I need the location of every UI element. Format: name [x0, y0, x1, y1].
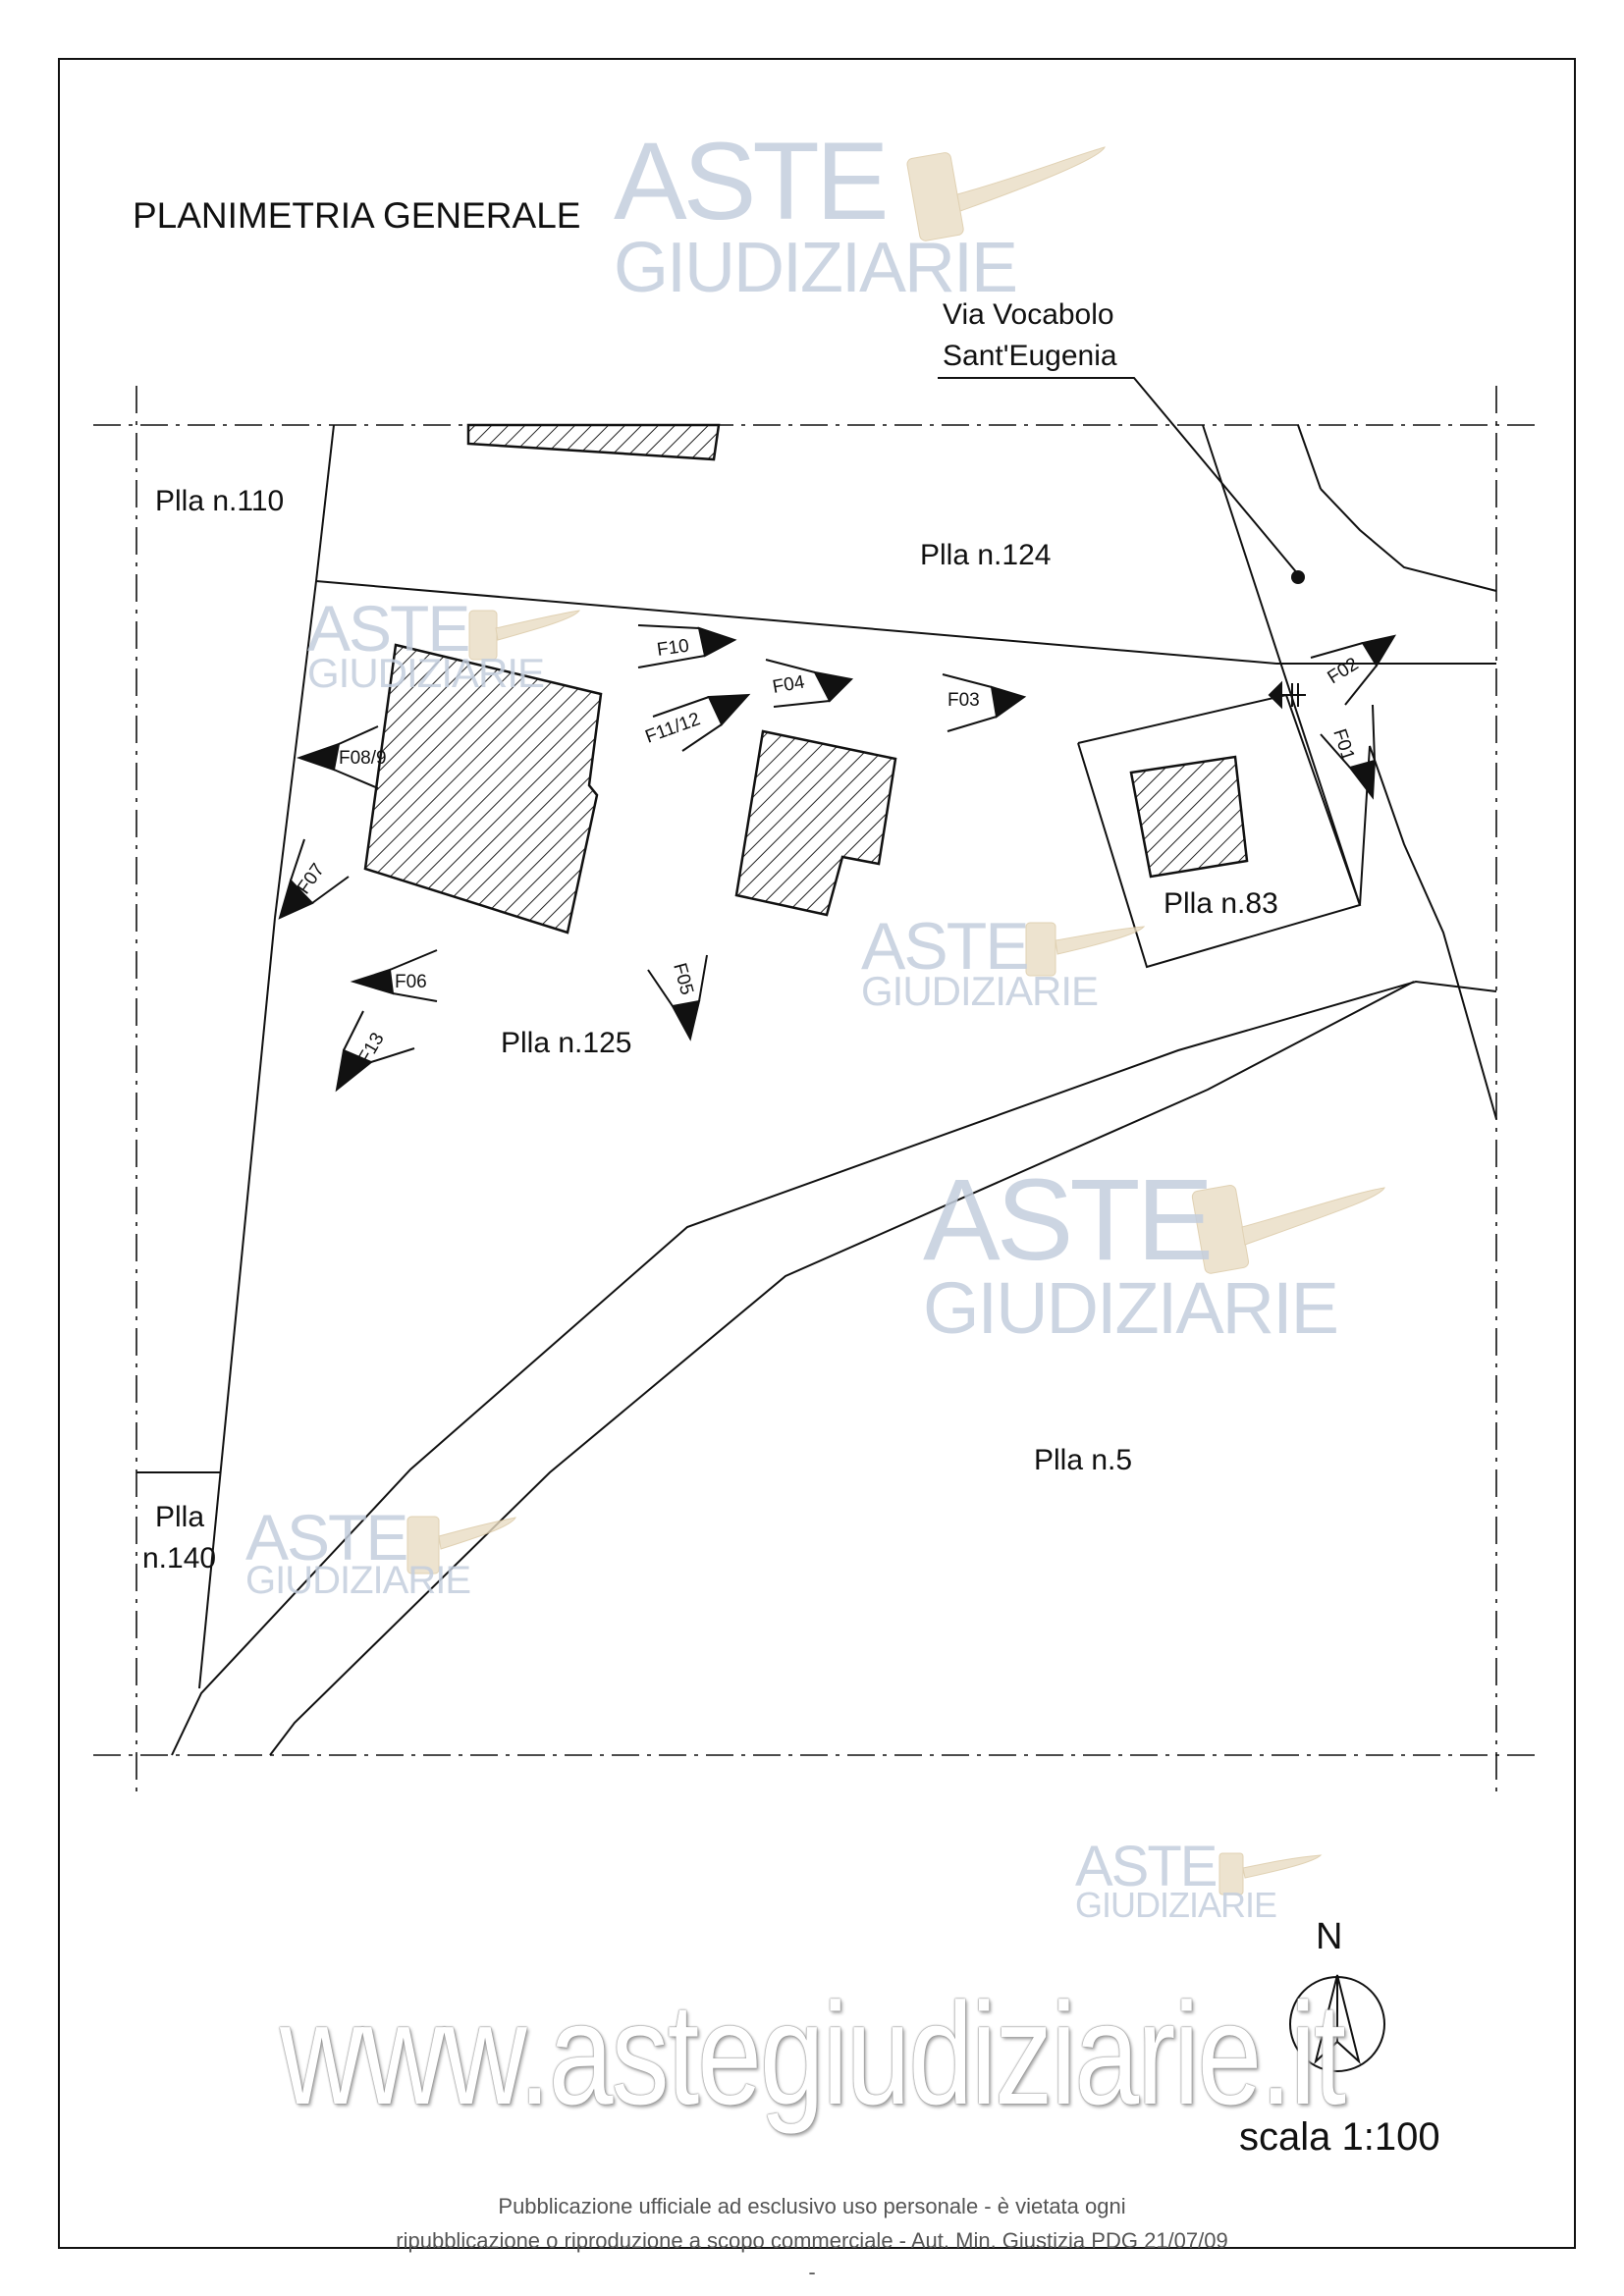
page-frame: [58, 58, 1576, 2249]
building-middle: [734, 729, 897, 917]
watermark-giudiziarie-1: GIUDIZIARIE: [614, 229, 1018, 307]
photo-label-f10: F10: [656, 636, 690, 661]
watermark-site-url: www.astegiudiziarie.it: [279, 1973, 1346, 2136]
parcel-label-83: Plla n.83: [1164, 887, 1278, 920]
photo-label-f03: F03: [947, 690, 980, 711]
watermark-aste-5: ASTE: [245, 1501, 408, 1574]
watermark-aste-1: ASTE: [614, 120, 890, 242]
photo-label-f08-9: F08/9: [339, 748, 387, 769]
watermark-aste-4: ASTE: [923, 1155, 1214, 1285]
parcel-label-140-line1: Plla: [155, 1501, 204, 1533]
photo-label-f11-12: F11/12: [643, 709, 703, 747]
north-label: N: [1316, 1916, 1342, 1957]
buildings: [363, 423, 1249, 934]
footer-line-2: ripubblicazione o riproduzione a scopo c…: [396, 2228, 1228, 2253]
watermark-giudiziarie-6: GIUDIZIARIE: [1075, 1885, 1277, 1925]
parcel-boundaries: [136, 377, 1497, 1756]
building-p83: [1129, 755, 1249, 879]
parcel-label-110: Plla n.110: [155, 485, 284, 517]
photo-markers: [278, 624, 1397, 1093]
watermark-aste-6: ASTE: [1075, 1835, 1218, 1898]
footer-line-3: -: [808, 2260, 816, 2284]
parcel-label-124: Plla n.124: [920, 539, 1051, 571]
watermark-gavel-icons: [406, 146, 1385, 1896]
watermark-aste-3: ASTE: [861, 909, 1030, 984]
watermark-giudiziarie-5: GIUDIZIARIE: [245, 1559, 471, 1602]
scale-label: scala 1:100: [1239, 2115, 1440, 2159]
photo-label-f06: F06: [395, 972, 427, 992]
photo-label-f02: F02: [1325, 654, 1363, 688]
parcel-label-5: Plla n.5: [1034, 1444, 1132, 1476]
building-main: [363, 643, 603, 934]
watermark-giudiziarie-4: GIUDIZIARIE: [923, 1267, 1339, 1349]
street-leader-dot: [1291, 570, 1305, 584]
photo-label-f04: F04: [771, 671, 806, 697]
parcel-label-140-line2: n.140: [142, 1542, 216, 1575]
parcel-label-125: Plla n.125: [501, 1027, 631, 1059]
watermark-giudiziarie-3: GIUDIZIARIE: [861, 968, 1099, 1014]
photo-label-f01: F01: [1328, 726, 1358, 764]
watermark-aste-2: ASTE: [307, 592, 470, 665]
street-label-line1: Via Vocabolo: [943, 298, 1114, 331]
footer-line-1: Pubblicazione ufficiale ad esclusivo uso…: [498, 2194, 1126, 2218]
street-label-line2: Sant'Eugenia: [943, 340, 1117, 372]
photo-label-f05: F05: [669, 961, 697, 997]
north-arrow-icon: [1289, 1974, 1385, 2072]
watermark-giudiziarie-2: GIUDIZIARIE: [307, 650, 545, 696]
page-title: PLANIMETRIA GENERALE: [133, 195, 580, 236]
building-north: [466, 423, 721, 461]
